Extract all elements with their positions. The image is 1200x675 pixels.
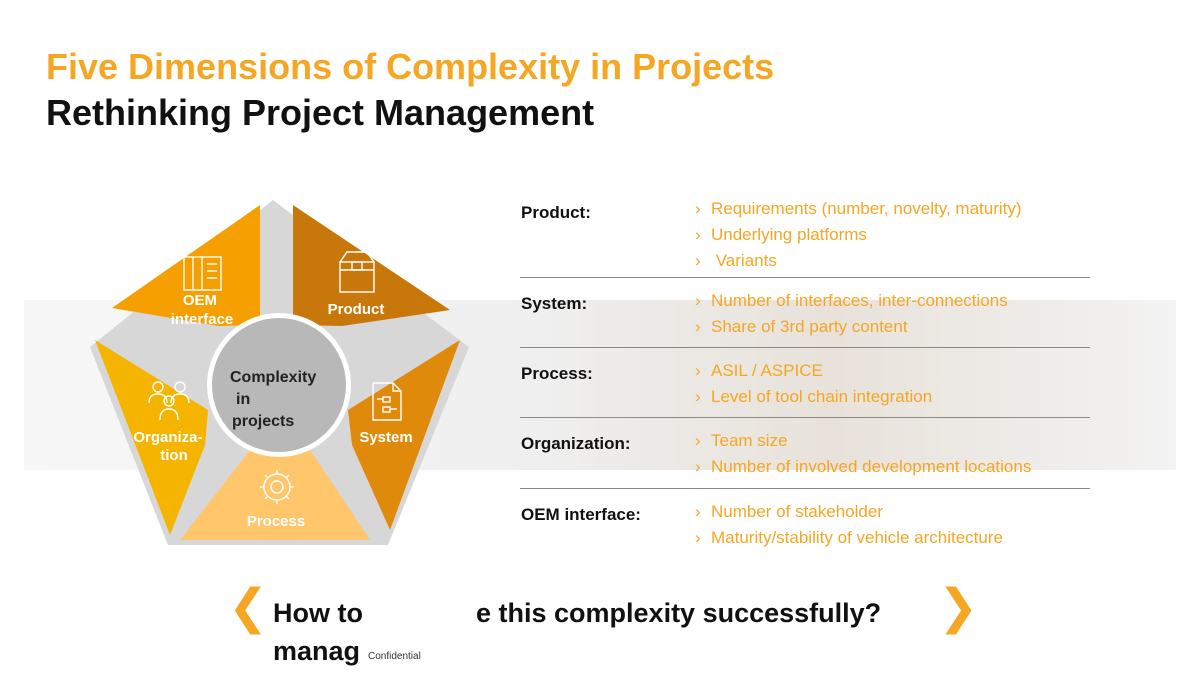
list-item: Team size bbox=[695, 428, 1090, 454]
list-item: Level of tool chain integration bbox=[695, 384, 1090, 410]
list-item: Share of 3rd party content bbox=[695, 314, 1090, 340]
people-icon bbox=[148, 381, 190, 421]
dimension-items: Team size Number of involved development… bbox=[695, 418, 1090, 480]
dimension-row-oem-interface: OEM interface: Number of stakeholder Mat… bbox=[520, 489, 1090, 559]
center-label: Complexity in projects bbox=[230, 369, 321, 430]
question-text-line1: How to bbox=[273, 598, 363, 628]
page-subtitle: Rethinking Project Management bbox=[46, 92, 595, 133]
dimension-items: Number of stakeholder Maturity/stability… bbox=[695, 489, 1090, 551]
gear-icon bbox=[260, 470, 294, 504]
segment-product[interactable]: Product bbox=[293, 205, 450, 326]
segment-label-process: Process bbox=[247, 513, 305, 530]
box-icon bbox=[339, 251, 375, 293]
segment-process[interactable]: Process bbox=[180, 450, 370, 540]
document-panel-icon bbox=[183, 256, 222, 291]
segment-system[interactable]: System bbox=[348, 340, 460, 530]
segment-label-organization: Organiza- tion bbox=[133, 429, 206, 464]
complexity-pentagon-diagram: OEM interface Product bbox=[90, 200, 470, 550]
list-item: Number of involved development locations bbox=[695, 454, 1090, 480]
dimension-label: Process: bbox=[521, 364, 593, 383]
dimension-row-system: System: Number of interfaces, inter-conn… bbox=[520, 278, 1090, 348]
list-item: Maturity/stability of vehicle architectu… bbox=[695, 525, 1090, 551]
dimension-label: System: bbox=[521, 294, 588, 313]
segment-organization[interactable]: Organiza- tion bbox=[95, 340, 208, 535]
dimension-items: Number of interfaces, inter-connections … bbox=[695, 278, 1090, 340]
segment-label-oem-interface: OEM interface bbox=[171, 292, 234, 328]
dimension-row-product: Product: Requirements (number, novelty, … bbox=[520, 195, 1090, 278]
dimension-row-organization: Organization: Team size Number of involv… bbox=[520, 418, 1090, 489]
question-text-line2: manag bbox=[273, 636, 361, 666]
dimension-row-process: Process: ASIL / ASPICE Level of tool cha… bbox=[520, 348, 1090, 418]
list-item: ASIL / ASPICE bbox=[695, 358, 1090, 384]
dimension-items: Requirements (number, novelty, maturity)… bbox=[695, 195, 1090, 274]
chevron-left-icon: ❮ bbox=[228, 581, 269, 634]
center-complexity: Complexity in projects bbox=[207, 313, 351, 457]
list-item: Underlying platforms bbox=[695, 222, 1090, 248]
circuit-document-icon bbox=[372, 382, 402, 421]
list-item: Number of interfaces, inter-connections bbox=[695, 288, 1090, 314]
page-title: Five Dimensions of Complexity in Project… bbox=[46, 46, 775, 87]
dimension-label: Product: bbox=[521, 203, 591, 222]
segment-oem-interface[interactable]: OEM interface bbox=[112, 205, 260, 328]
dimensions-table: Product: Requirements (number, novelty, … bbox=[520, 195, 1090, 559]
confidential-label: Confidential bbox=[368, 651, 421, 662]
segment-label-system: System bbox=[359, 429, 412, 446]
question-text-line3: e this complexity successfully? bbox=[476, 598, 882, 628]
pentagon-svg: OEM interface Product bbox=[90, 200, 469, 545]
dimension-label: Organization: bbox=[521, 434, 631, 453]
chevron-right-icon: ❯ bbox=[938, 581, 979, 634]
dimension-label: OEM interface: bbox=[521, 505, 641, 524]
list-item: Requirements (number, novelty, maturity) bbox=[695, 196, 1090, 222]
list-item: Number of stakeholder bbox=[695, 499, 1090, 525]
list-item: Variants bbox=[695, 248, 1090, 274]
dimension-items: ASIL / ASPICE Level of tool chain integr… bbox=[695, 348, 1090, 410]
segment-label-product: Product bbox=[328, 301, 385, 318]
